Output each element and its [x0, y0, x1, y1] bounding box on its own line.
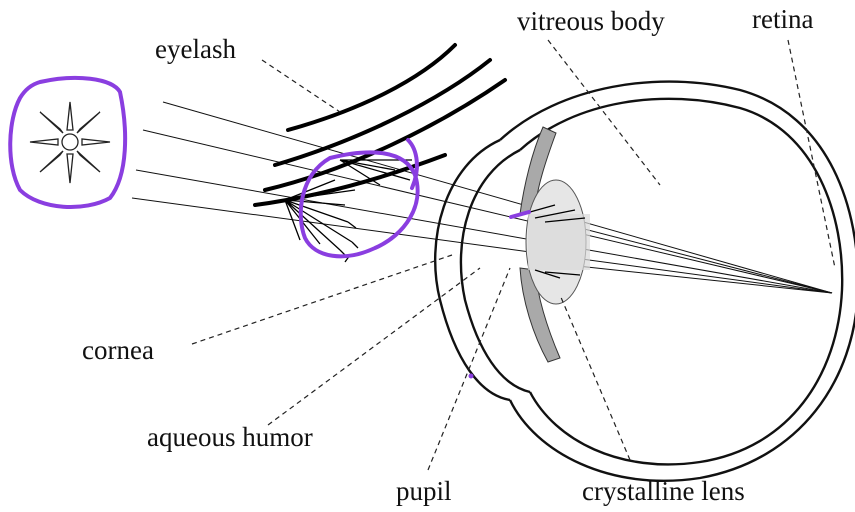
- light-source: [30, 102, 110, 183]
- scatter-circle-annotation: [301, 152, 418, 256]
- cornea-leader: [192, 255, 452, 344]
- light-source-spoke: [40, 112, 63, 133]
- light-rays: [132, 102, 832, 293]
- light-source-spoke: [77, 112, 100, 133]
- eyelash-leader: [262, 60, 340, 112]
- light-source-spoke: [67, 154, 73, 183]
- light-source-spoke: [82, 139, 110, 145]
- label-cornea: cornea: [82, 335, 154, 365]
- eyelashes: [255, 45, 505, 205]
- labels: eyelash vitreous body retina cornea aque…: [82, 4, 813, 506]
- eyelash-strand: [288, 45, 455, 130]
- light-source-spoke: [77, 151, 100, 172]
- light-ray: [143, 130, 832, 293]
- label-vitreous-body: vitreous body: [517, 6, 665, 36]
- label-eyelash: eyelash: [155, 34, 236, 64]
- light-source-center: [62, 134, 78, 150]
- annotation-dot: [469, 374, 474, 379]
- light-source-spoke: [30, 139, 58, 145]
- retina-leader: [788, 40, 835, 268]
- label-crystalline-lens: crystalline lens: [582, 476, 745, 506]
- light-ray: [136, 170, 832, 293]
- aqueous-humor-leader: [268, 268, 480, 425]
- lens-blur-band: [528, 214, 590, 270]
- cornea-inner: [461, 150, 530, 392]
- pupil-mark-annotation: [511, 212, 529, 217]
- light-ray: [132, 198, 832, 293]
- light-source-spoke: [67, 102, 73, 130]
- label-aqueous-humor: aqueous humor: [147, 422, 313, 452]
- label-pupil: pupil: [396, 476, 452, 506]
- label-retina: retina: [752, 4, 813, 34]
- light-ray: [163, 102, 832, 293]
- light-source-spoke: [40, 151, 63, 172]
- vitreous-body-leader: [548, 40, 660, 185]
